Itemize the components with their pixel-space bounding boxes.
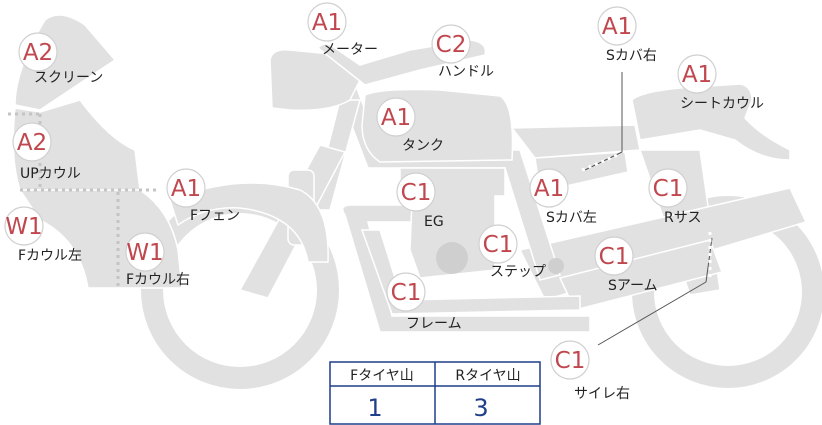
part-label: Fカウル右 — [126, 272, 190, 288]
part-item: A1 タンク — [376, 97, 444, 154]
grade-badge-text: A1 — [682, 62, 712, 88]
seat-shape — [510, 124, 641, 159]
grade-badge-text: A1 — [171, 176, 201, 202]
grade-badge — [396, 172, 436, 212]
part-item: C1 フレーム — [386, 272, 462, 332]
part-label: スクリーン — [34, 70, 103, 86]
grade-badge-text: C1 — [391, 280, 422, 306]
grade-badge — [550, 340, 590, 380]
part-item: A1 メーター — [307, 2, 378, 58]
front-tire-value: 1 — [367, 394, 382, 422]
grade-badge-text: C1 — [401, 180, 432, 206]
grade-badge-text: A1 — [534, 176, 564, 202]
part-item: C1 サイレ右 — [550, 340, 630, 402]
grade-badge — [594, 236, 634, 276]
grade-badge — [166, 168, 206, 208]
grade-badge — [478, 224, 518, 264]
grade-badge-text: A1 — [602, 14, 632, 40]
part-label: Rサス — [664, 210, 701, 226]
lower-frame-shape — [341, 204, 591, 333]
part-label: メーター — [322, 42, 378, 58]
grade-badge-text: W1 — [126, 240, 163, 266]
grade-badge-text: C2 — [436, 32, 467, 58]
front-fender-shape — [169, 182, 329, 263]
part-item: C1 ステップ — [478, 224, 546, 280]
part-label: Fフェン — [190, 208, 240, 224]
leader-silencer — [597, 237, 713, 346]
grade-badge-text: C1 — [483, 232, 514, 258]
part-label: シートカウル — [680, 96, 764, 112]
grade-badge — [529, 168, 569, 208]
grade-badge — [376, 97, 416, 137]
seat-cowl-shape — [631, 83, 791, 161]
grade-badge-text: A1 — [381, 105, 411, 131]
part-label: Sカバ左 — [546, 210, 597, 226]
exhaust-pipe-shape — [360, 229, 581, 315]
front-tire-header: Fタイヤ山 — [350, 368, 414, 384]
part-label: ステップ — [490, 264, 546, 280]
grade-badge-text: C1 — [555, 348, 586, 374]
grade-badge — [12, 122, 52, 162]
grade-badge — [18, 32, 58, 72]
part-label: タンク — [402, 138, 444, 154]
grade-badge — [307, 2, 347, 42]
part-label: サイレ右 — [574, 386, 630, 402]
grade-badge-text: A2 — [23, 40, 53, 66]
step-knob — [548, 258, 564, 274]
part-label: フレーム — [406, 316, 462, 332]
grade-badge — [677, 54, 717, 94]
part-label: Sアーム — [608, 278, 658, 294]
grade-badge-text: A1 — [312, 10, 342, 36]
grade-badge-text: A2 — [17, 130, 47, 156]
part-item: C2 ハンドル — [431, 24, 494, 80]
part-item: A1 シートカウル — [677, 54, 764, 112]
tire-table: Fタイヤ山 Rタイヤ山 1 3 — [329, 361, 541, 425]
part-item: A2 スクリーン — [18, 32, 103, 86]
grade-badge — [4, 206, 44, 246]
grade-badge — [386, 272, 426, 312]
part-label: ハンドル — [438, 64, 494, 80]
part-label: EG — [424, 214, 444, 230]
grade-badge-text: C1 — [653, 176, 684, 202]
part-label: Sカバ右 — [606, 48, 657, 64]
grade-badge — [597, 6, 637, 46]
engine-cover — [436, 242, 468, 274]
grade-badge-text: W1 — [5, 214, 42, 240]
part-label: Fカウル左 — [18, 248, 82, 264]
grade-badge-text: C1 — [599, 244, 630, 270]
rear-tire-header: Rタイヤ山 — [455, 368, 520, 384]
grade-badge — [125, 232, 165, 272]
part-label: UPカウル — [20, 166, 81, 182]
grade-badge — [431, 24, 471, 64]
rear-tire-value: 3 — [473, 394, 488, 422]
grade-badge — [648, 168, 688, 208]
